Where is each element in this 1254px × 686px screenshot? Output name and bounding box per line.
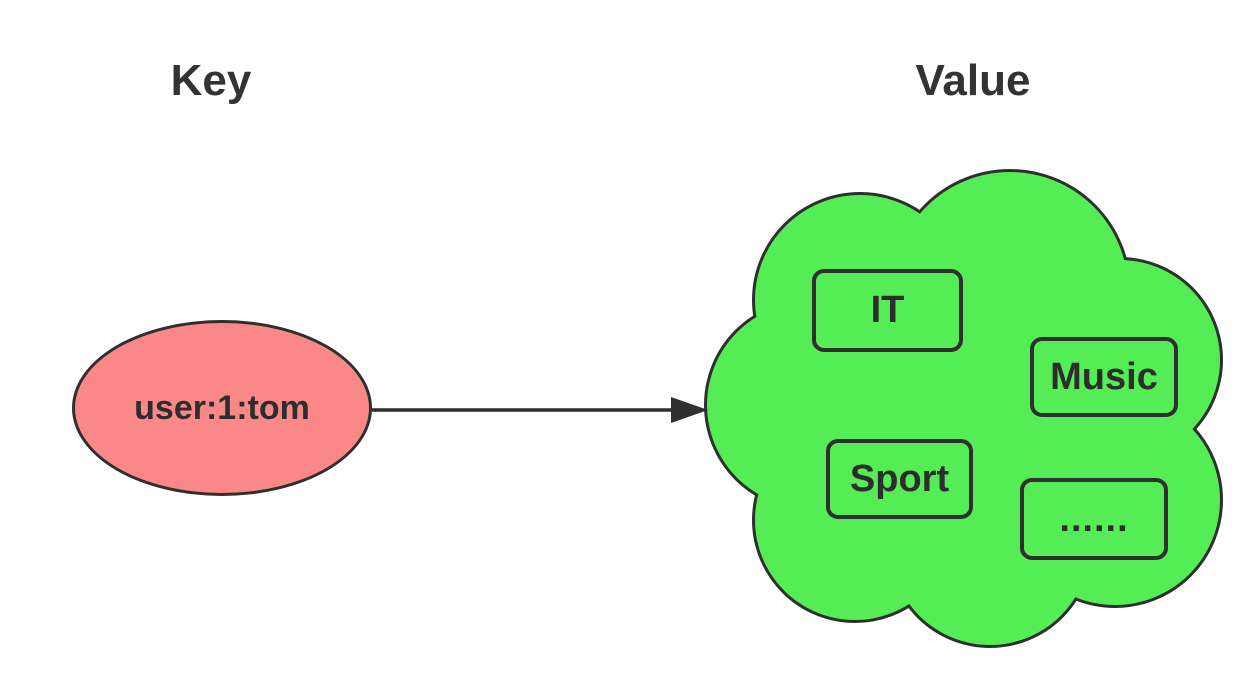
set-member-label: Music <box>1050 355 1158 398</box>
set-member-label: IT <box>870 289 905 331</box>
set-member-label: Sport <box>849 457 950 500</box>
set-member-label: ...... <box>1059 497 1129 540</box>
set-member-box-sport: Sport <box>826 439 973 519</box>
set-member-box-music: Music <box>1030 337 1178 417</box>
key-node: user:1:tom <box>72 320 372 496</box>
key-heading: Key <box>170 56 252 105</box>
value-heading: Value <box>915 56 1031 105</box>
key-to-value-arrow <box>372 397 708 423</box>
key-node-label: user:1:tom <box>134 388 310 427</box>
arrow-head-icon <box>671 397 708 423</box>
set-member-box-it: IT <box>812 269 963 352</box>
set-member-box-ellipsis: ...... <box>1020 478 1168 560</box>
